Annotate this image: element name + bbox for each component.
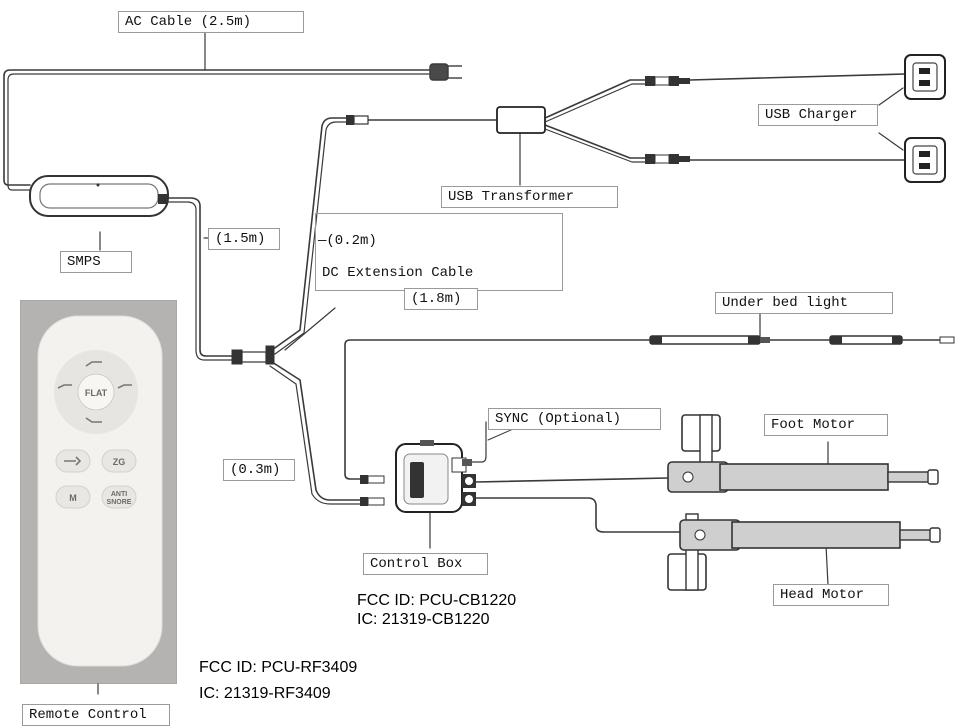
remote-snore-label: SNORE — [107, 499, 132, 506]
remote-anti-label: ANTI — [111, 491, 127, 498]
remote-control-label: Remote Control — [22, 704, 170, 726]
dc-cable-0-3m — [271, 361, 361, 501]
remote-flat-label: FLAT — [85, 388, 108, 398]
remote-m-label: M — [69, 493, 77, 503]
under-bed-light-label: Under bed light — [715, 292, 893, 314]
dc-extension-label: DC Extension Cable — [322, 265, 474, 281]
control-box-label: Control Box — [363, 553, 488, 575]
remote-control-device: FLAT ZG M ANTI SNORE — [37, 315, 163, 667]
head-motor-label: Head Motor — [773, 584, 889, 606]
sync-cable — [469, 421, 487, 463]
control-box-ic: IC: 21319-CB1220 — [357, 611, 490, 628]
usb-charger-label: USB Charger — [758, 104, 878, 126]
remote-ic: IC: 21319-RF3409 — [199, 685, 331, 702]
sync-optional-label: SYNC (Optional) — [488, 408, 661, 430]
length-1-5m-label: (1.5m) — [208, 228, 280, 250]
usb-transformer-label: USB Transformer — [441, 186, 618, 208]
ac-plug — [429, 63, 462, 81]
control-box-input-plugs — [360, 459, 472, 506]
control-box-unit — [395, 440, 476, 513]
junction-connector — [231, 345, 275, 365]
usb-charger-socket-top — [904, 54, 946, 100]
foot-motor-cable — [475, 477, 669, 483]
foot-motor-label: Foot Motor — [764, 414, 888, 436]
usb-feed-cable — [271, 117, 347, 351]
ac-cable — [3, 69, 431, 186]
smps-label: SMPS — [60, 251, 132, 273]
under-bed-light-strips — [649, 335, 955, 345]
length-0-3m-label: (0.3m) — [223, 459, 295, 481]
length-1-8m-label: (1.8m) — [404, 288, 478, 310]
remote-fcc-id: FCC ID: PCU-RF3409 — [199, 659, 358, 676]
usb-charger-socket-bottom — [904, 137, 946, 183]
smps-power-supply — [29, 175, 169, 217]
dc-cable-1-5m — [167, 197, 233, 357]
usb-transformer-box — [496, 106, 546, 134]
usb-branch-bottom — [544, 124, 646, 159]
control-box-fcc-id: FCC ID: PCU-CB1220 — [357, 592, 517, 609]
foot-motor-unit — [667, 414, 939, 493]
usb-feed-connector — [346, 115, 369, 125]
head-motor-cable — [475, 497, 681, 533]
under-bed-light-cable — [344, 339, 651, 480]
remote-zg-label: ZG — [113, 457, 126, 467]
ac-cable-label: AC Cable (2.5m) — [118, 11, 304, 33]
usb-branch-connectors — [645, 76, 690, 164]
usb-branch-top — [544, 79, 646, 119]
dc-short-length-label: —(0.2m) — [318, 233, 377, 249]
head-motor-unit — [667, 513, 941, 591]
